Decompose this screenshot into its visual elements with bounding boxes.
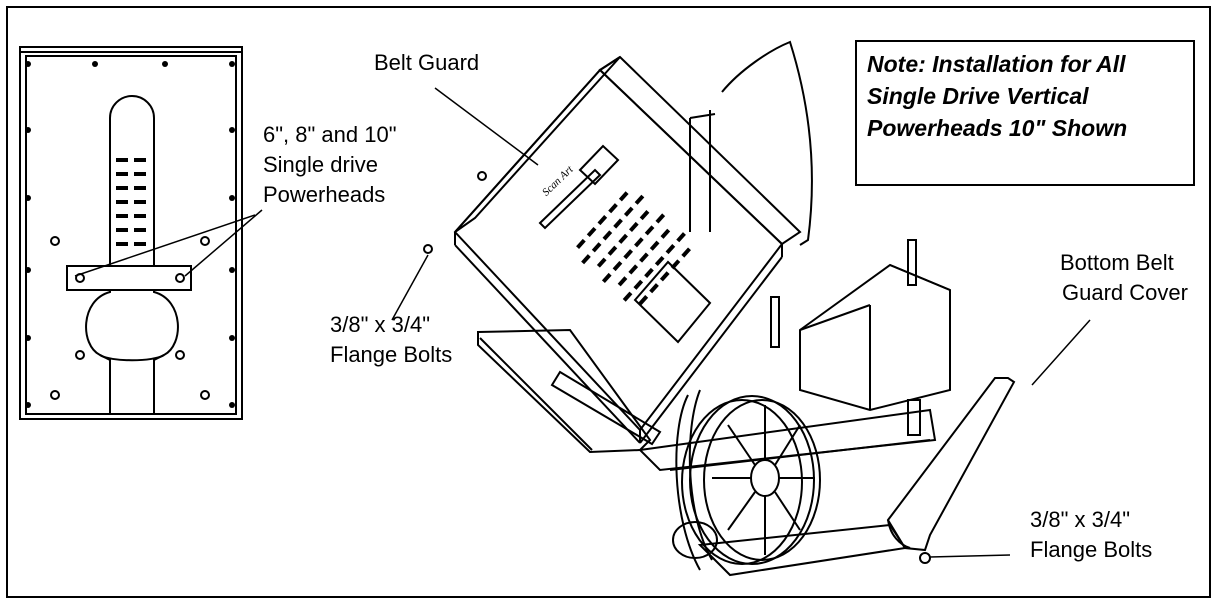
- slot-pattern: [116, 158, 146, 246]
- vertical-panel: [689, 40, 813, 246]
- leader-lines: [74, 87, 1091, 558]
- belt-guard: [453, 55, 802, 444]
- installation-note: Note: Installation for All Single Drive …: [855, 40, 1195, 186]
- label-flange-bolts-left: 3/8" x 3/4" Flange Bolts: [330, 312, 453, 367]
- label-bottom-cover: Bottom Belt Guard Cover: [1060, 250, 1188, 305]
- drive-pulley: [672, 389, 821, 571]
- figure-border: [6, 6, 1211, 598]
- plate-holes: [25, 61, 235, 408]
- guard-vents: [576, 191, 691, 306]
- base-frame: [477, 328, 937, 472]
- bottom-guard-cover: [697, 377, 1016, 577]
- motor-housing: [770, 239, 951, 436]
- note-line: Note: Installation for All: [867, 51, 1126, 77]
- powerhead-plate: [19, 46, 243, 420]
- label-belt-guard: Belt Guard: [374, 50, 480, 75]
- label-single-drive: 6", 8" and 10" Single drive Powerheads: [263, 122, 397, 207]
- label-flange-bolts-right: 3/8" x 3/4" Flange Bolts: [1030, 507, 1153, 562]
- note-line: Single Drive Vertical: [867, 83, 1089, 109]
- note-line: Powerheads 10" Shown: [867, 115, 1128, 141]
